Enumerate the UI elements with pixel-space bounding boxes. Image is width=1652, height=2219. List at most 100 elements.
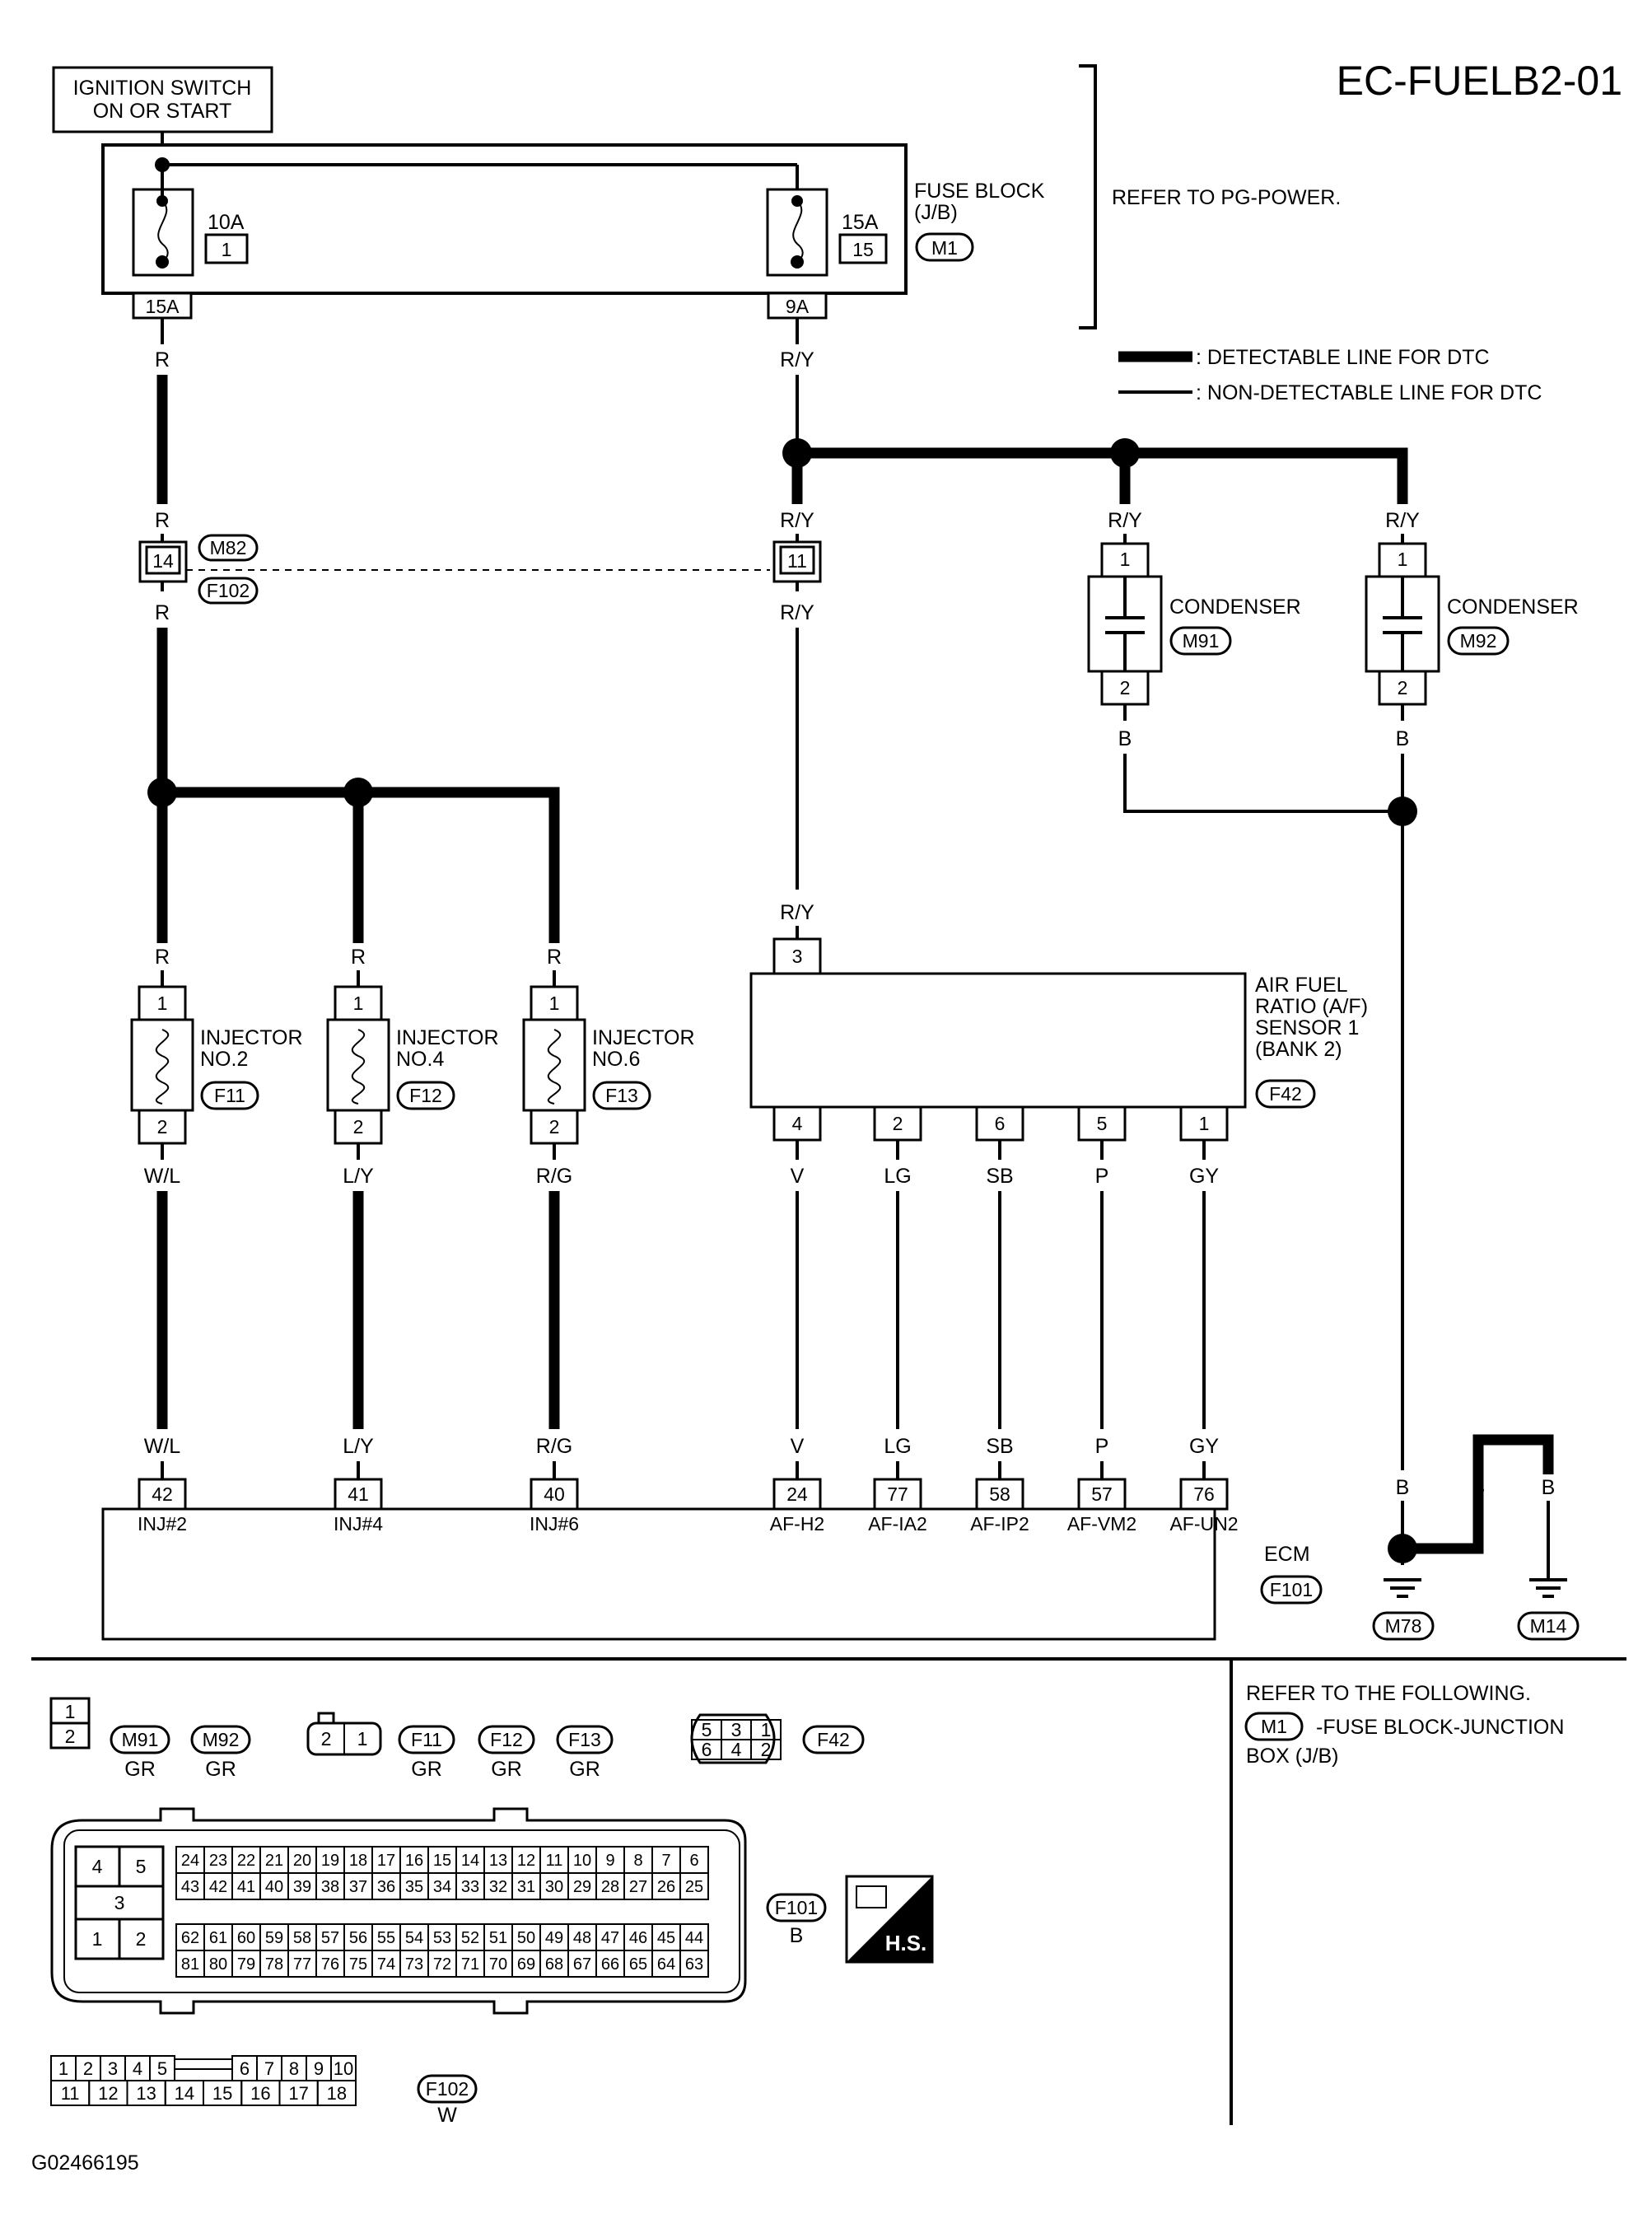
ecm-pin-76: 76 AF-UN2 xyxy=(1169,1461,1239,1535)
f102-grid-pin: 6 xyxy=(240,2058,250,2079)
f102-grid-pin: 13 xyxy=(136,2083,156,2104)
wire-label-lg-1: LG xyxy=(884,1165,911,1188)
ecm-view-block-4: 4 xyxy=(92,1856,103,1877)
injector-4-label-2: NO.4 xyxy=(396,1048,444,1071)
f102-grid-pin: 16 xyxy=(250,2083,270,2104)
ecm-view-color: B xyxy=(790,1924,804,1947)
figure-code: G02466195 xyxy=(31,2151,139,2175)
wire-label-b-c2: B xyxy=(1396,727,1410,750)
ecm-grid-pin: 78 xyxy=(265,1955,283,1974)
ground-2-conn: M14 xyxy=(1530,1615,1567,1637)
ecm-grid-pin: 10 xyxy=(573,1852,591,1870)
junction-left-pin: 14 xyxy=(152,550,174,572)
ecm-pin-76-name: AF-UN2 xyxy=(1169,1513,1238,1535)
af-pin-top: 3 xyxy=(792,946,803,967)
inj-view-color-2: GR xyxy=(491,1758,522,1781)
ecm-grid-pin: 41 xyxy=(237,1878,255,1896)
ecm-view-block-1: 1 xyxy=(92,1928,103,1950)
wire-label-b-g1: B xyxy=(1396,1476,1410,1499)
ecm-grid-pin: 55 xyxy=(377,1929,395,1947)
cond-view-color-2: GR xyxy=(205,1758,236,1781)
wire-label-wl-1: W/L xyxy=(144,1165,181,1188)
wire-label-sb-1: SB xyxy=(986,1165,1013,1188)
cond-view-conn-2: M92 xyxy=(203,1729,240,1750)
wire-label-b-g2: B xyxy=(1472,1476,1486,1499)
ecm-grid-pin: 43 xyxy=(181,1878,199,1896)
ecm-grid-pin: 27 xyxy=(629,1878,647,1896)
ecm-grid-pin: 9 xyxy=(605,1852,614,1870)
ecm-grid-pin: 37 xyxy=(349,1878,367,1896)
ecm-grid-pin: 47 xyxy=(601,1929,619,1947)
f102-grid-pin: 14 xyxy=(175,2083,194,2104)
fuse-left-num: 1 xyxy=(222,239,232,260)
hs-label: H.S. xyxy=(885,1931,927,1955)
ecm-grid-pin: 44 xyxy=(685,1929,703,1947)
injector-4-pin-bottom: 2 xyxy=(353,1116,364,1138)
ecm-grid-pin: 50 xyxy=(517,1929,535,1947)
condenser-connector-view: 1 2 M91 GR M92 GR xyxy=(49,1697,251,1781)
ecm-grid-pin: 36 xyxy=(377,1878,395,1896)
ecm-grid-pin: 67 xyxy=(573,1955,591,1974)
injector-no4: R 1 2 INJECTOR NO.4 F12 xyxy=(326,946,499,1145)
inj-view-pin-2: 2 xyxy=(321,1728,332,1750)
injector-6-label-2: NO.6 xyxy=(592,1048,640,1071)
ecm-grid-pin: 42 xyxy=(209,1878,227,1896)
ecm-grid-pin: 71 xyxy=(461,1955,479,1974)
wire-label-rg-2: R/G xyxy=(536,1435,572,1458)
ecm-conn: F101 xyxy=(1270,1579,1313,1600)
af-pin-6: 6 xyxy=(995,1113,1006,1134)
injector-2-conn: F11 xyxy=(214,1085,245,1106)
f102-view-conn: F102 xyxy=(426,2078,469,2100)
ecm-pin-57-num: 57 xyxy=(1091,1483,1113,1505)
inj-view-color-1: GR xyxy=(411,1758,442,1781)
ecm-grid-pin: 49 xyxy=(545,1929,563,1947)
f102-grid-pin: 17 xyxy=(288,2083,308,2104)
ecm-pin-77-name: AF-IA2 xyxy=(868,1513,927,1535)
ecm-pin-77: 77 AF-IA2 xyxy=(868,1461,927,1535)
ecm-grid-pin: 76 xyxy=(321,1955,339,1974)
condenser-2-conn: M92 xyxy=(1460,630,1497,652)
ecm-grid-pin: 72 xyxy=(433,1955,451,1974)
ecm-view-block-5: 5 xyxy=(136,1856,147,1877)
wire-label-ry-c2: R/Y xyxy=(1385,509,1420,532)
wire-label-ly-1: L/Y xyxy=(343,1165,374,1188)
af-pin-1: 1 xyxy=(1199,1113,1210,1134)
ecm-view-block-3: 3 xyxy=(114,1892,125,1913)
ecm-grid-pin: 54 xyxy=(405,1929,423,1947)
wire-label-p-2: P xyxy=(1095,1435,1109,1458)
f102-latch xyxy=(174,2058,233,2070)
ecm-grid-pin: 74 xyxy=(377,1955,395,1974)
fuse-right-terminal: 9A xyxy=(786,296,810,317)
ecm-grid-pin: 58 xyxy=(293,1929,311,1947)
cond-view-pin-2: 2 xyxy=(65,1726,76,1747)
refer-text-2: BOX (J/B) xyxy=(1246,1745,1339,1768)
injector-4-conn: F12 xyxy=(409,1085,442,1106)
injector-no2: R 1 2 INJECTOR NO.2 F11 xyxy=(130,946,303,1145)
ecm-pin-24: 24 AF-H2 xyxy=(770,1461,824,1535)
af-label-2: RATIO (A/F) xyxy=(1255,995,1368,1018)
f102-grid-pin: 5 xyxy=(157,2058,167,2079)
ecm-grid-pin: 52 xyxy=(461,1929,479,1947)
ecm-grid-pin: 39 xyxy=(293,1878,311,1896)
legend-detectable: : DETECTABLE LINE FOR DTC xyxy=(1196,346,1490,369)
ecm-grid-pin: 14 xyxy=(461,1852,479,1870)
ecm-grid-pin: 31 xyxy=(517,1878,535,1896)
ecm-grid-pin: 16 xyxy=(405,1852,423,1870)
cond-view-pin-1: 1 xyxy=(65,1701,76,1722)
af-conn: F42 xyxy=(1269,1083,1302,1105)
condenser-1-conn: M91 xyxy=(1183,630,1220,652)
ecm-grid-pin: 20 xyxy=(293,1852,311,1870)
cond-view-conn-1: M91 xyxy=(122,1729,159,1750)
f102-grid-pin: 12 xyxy=(98,2083,118,2104)
fuse-block-connector: M1 xyxy=(931,237,958,259)
refer-conn: M1 xyxy=(1261,1716,1287,1737)
wire-label-ry-1: R/Y xyxy=(780,348,814,371)
f102-grid-pin: 2 xyxy=(83,2058,93,2079)
f102-grid-pin: 7 xyxy=(264,2058,274,2079)
injector-no6: R 1 2 INJECTOR NO.6 F13 xyxy=(522,946,695,1145)
af-view-top-2: 3 xyxy=(731,1719,742,1740)
ecm-grid-pin: 69 xyxy=(517,1955,535,1974)
ground-m14: M14 xyxy=(1517,1578,1580,1641)
